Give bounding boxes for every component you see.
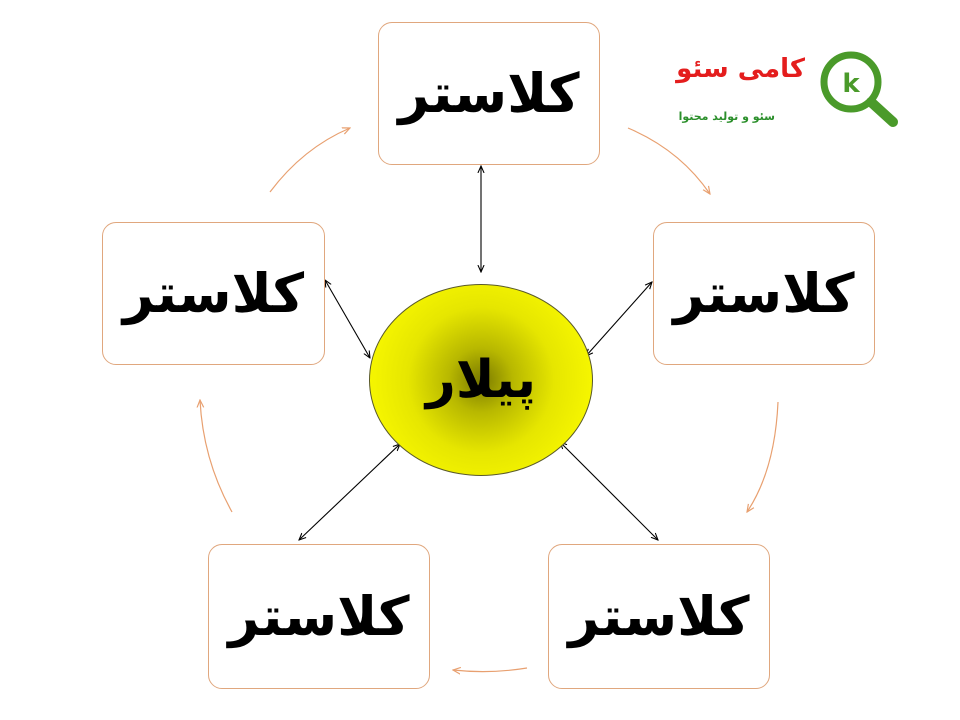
link-arrow-bottomleft — [299, 444, 400, 540]
cluster-box-right: کلاستر — [653, 222, 875, 365]
cluster-box-left: کلاستر — [102, 222, 325, 365]
link-arrow-right — [586, 282, 652, 356]
cluster-label: کلاستر — [398, 62, 580, 125]
magnifier-k-icon: k — [820, 51, 898, 127]
logo-name: کامی سئو — [676, 54, 805, 84]
cycle-arrow-bottomright-to-bottomleft — [453, 668, 528, 672]
logo-tagline: سئو و تولید محتوا — [678, 110, 775, 123]
cluster-box-bottom-right: کلاستر — [548, 544, 770, 689]
cycle-arrow-top-to-right — [627, 127, 710, 194]
pillar-label: پیلار — [425, 350, 537, 410]
cycle-arrow-left-to-top — [269, 128, 350, 193]
cluster-box-top: کلاستر — [378, 22, 600, 165]
brand-logo: کامی سئو سئو و تولید محتوا k — [665, 40, 915, 130]
cluster-label: کلاستر — [673, 262, 855, 325]
cluster-label: کلاستر — [568, 585, 750, 648]
link-arrow-left — [325, 280, 370, 358]
cluster-label: کلاستر — [122, 262, 305, 325]
cluster-box-bottom-left: کلاستر — [208, 544, 430, 689]
logo-icon-letter: k — [842, 69, 860, 99]
cluster-label: کلاستر — [228, 585, 410, 648]
link-arrow-bottomright — [560, 442, 658, 540]
cycle-arrow-right-to-bottomright — [747, 401, 779, 512]
pillar-circle: پیلار — [369, 284, 593, 476]
cycle-arrow-bottomleft-to-left — [200, 400, 233, 513]
